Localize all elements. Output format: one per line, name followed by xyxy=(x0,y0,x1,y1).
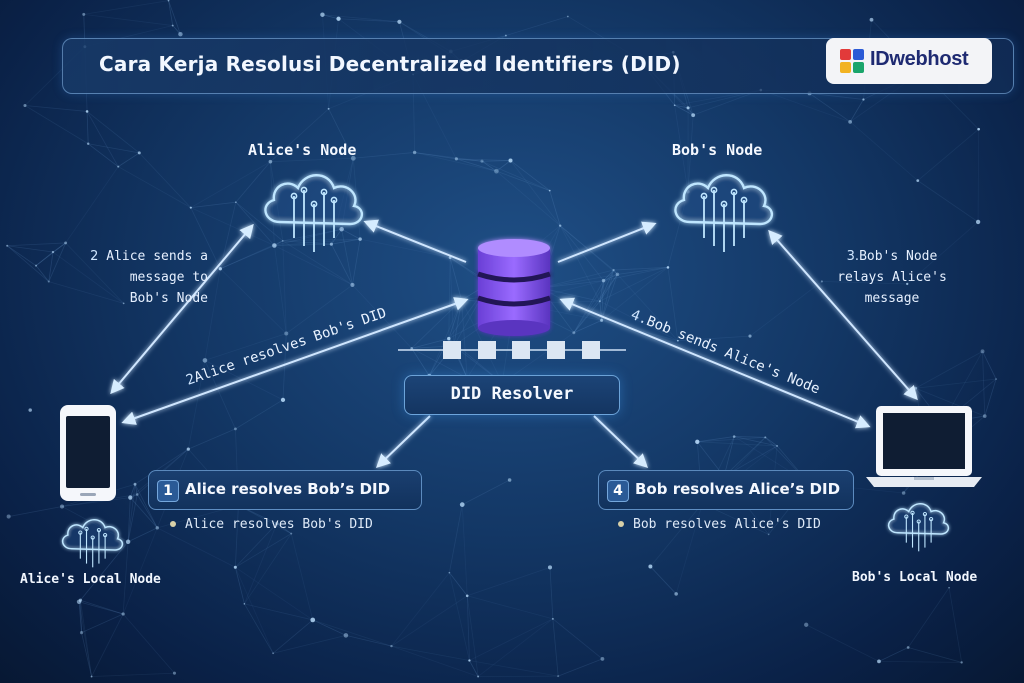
brand-mark-icon xyxy=(840,49,864,73)
step-label: Bob resolves Alice’s DID xyxy=(635,480,841,498)
step-label: Alice resolves Bob’s DID xyxy=(185,480,391,498)
cloud-circuit-icon xyxy=(61,518,124,568)
laptop-icon xyxy=(866,406,982,487)
brand-logo: IDwebhost xyxy=(826,38,992,84)
arrow-resolver-to-laptop xyxy=(559,297,871,429)
smartphone-icon xyxy=(60,405,116,501)
note-bob-relays: 3.Bob's Node relays Alice's message xyxy=(824,246,960,309)
bob-node-title: Bob's Node xyxy=(672,141,763,159)
edge-text: Alice resolves Bob's DID xyxy=(192,305,388,386)
arrow-resolver-to-bob-node xyxy=(557,221,657,263)
note-line: Bob's Node xyxy=(859,249,938,264)
resolver-chain xyxy=(398,341,626,359)
arrow-resolver-to-step4 xyxy=(593,415,649,468)
detail-text: Bob resolves Alice's DID xyxy=(633,517,821,532)
step-num: 3. xyxy=(846,249,860,264)
page-title: Cara Kerja Resolusi Decentralized Identi… xyxy=(99,52,681,76)
step-badge: 1 xyxy=(157,480,179,502)
note-alice-sends: 2 Alice sends a message to Bob's Node xyxy=(72,246,208,309)
alice-local-node-label: Alice's Local Node xyxy=(20,572,161,587)
step-badge: 4 xyxy=(607,480,629,502)
note-line: message xyxy=(864,291,920,306)
arrow-resolver-to-step1 xyxy=(375,415,431,468)
brand-name: IDwebhost xyxy=(870,48,969,70)
bullet-icon xyxy=(170,520,176,527)
arrow-phone-to-resolver xyxy=(121,297,469,425)
note-line: Bob's Node xyxy=(129,291,208,306)
step-1-box: 1 Alice resolves Bob’s DID xyxy=(148,470,422,510)
detail-text: Alice resolves Bob's DID xyxy=(185,517,373,532)
step-4-detail: Bob resolves Alice's DID xyxy=(618,517,821,532)
cloud-circuit-icon xyxy=(264,174,363,252)
did-resolver-box: DID Resolver xyxy=(404,375,620,415)
alice-node-title: Alice's Node xyxy=(248,141,357,159)
edge-label-bob-sends: 4.Bob sends Alice's Node xyxy=(629,307,823,398)
step-1-detail: Alice resolves Bob's DID xyxy=(170,517,373,532)
step-num: 4. xyxy=(629,307,651,328)
step-4-box: 4 Bob resolves Alice’s DID xyxy=(598,470,854,510)
cloud-circuit-icon xyxy=(674,174,773,252)
edge-label-alice-resolves: 2Alice resolves Bob's DID xyxy=(184,305,388,389)
arrow-bob-node-to-laptop xyxy=(768,229,918,401)
note-line: message to xyxy=(129,270,208,285)
edge-text: Bob sends Alice's Node xyxy=(644,313,822,397)
note-line: Alice sends a xyxy=(106,249,208,264)
bullet-icon xyxy=(618,520,624,527)
arrow-resolver-to-alice-node xyxy=(363,219,467,263)
step-num: 2 xyxy=(90,249,99,264)
cloud-circuit-icon xyxy=(887,502,950,552)
database-icon xyxy=(477,239,551,336)
note-line: relays Alice's xyxy=(837,270,947,285)
bob-local-node-label: Bob's Local Node xyxy=(852,570,978,585)
did-resolver-label: DID Resolver xyxy=(450,384,574,404)
